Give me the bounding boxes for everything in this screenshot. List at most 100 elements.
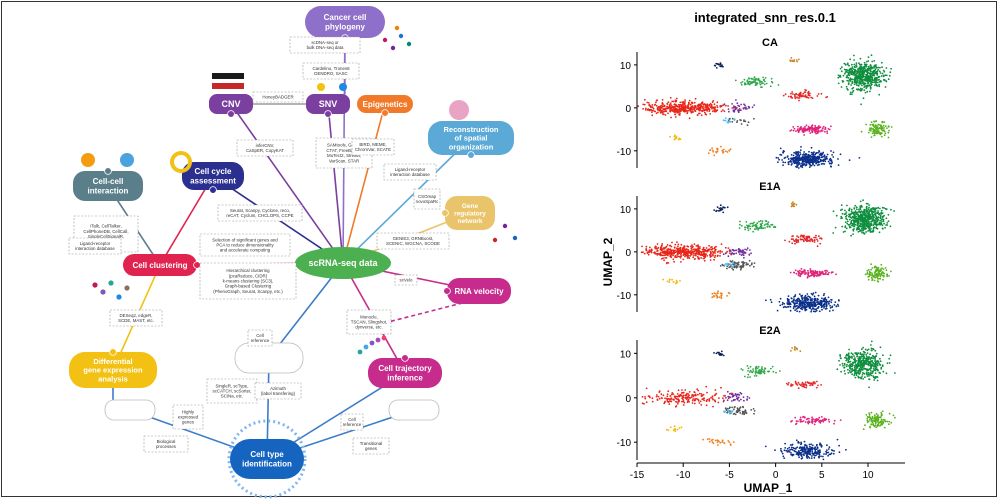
umap-point <box>823 155 825 158</box>
umap-point <box>866 70 869 73</box>
umap-point <box>763 80 766 83</box>
umap-point <box>748 253 751 256</box>
umap-point <box>667 390 670 393</box>
umap-point <box>703 252 705 254</box>
umap-point <box>810 146 813 149</box>
umap-point <box>877 216 880 219</box>
umap-point <box>722 206 724 209</box>
umap-point <box>744 248 746 251</box>
umap-point <box>669 135 671 138</box>
umap-point <box>680 243 683 246</box>
umap-point <box>643 103 646 106</box>
umap-point <box>691 111 693 113</box>
umap-point <box>807 92 810 95</box>
umap-point <box>713 103 716 106</box>
umap-point <box>882 268 885 270</box>
umap-point <box>709 253 712 256</box>
umap-point <box>802 129 805 132</box>
umap-point <box>746 225 749 228</box>
umap-point <box>886 127 888 129</box>
umap-point <box>818 161 821 163</box>
umap-point <box>664 114 667 116</box>
tool-box-cellref2-frame <box>340 413 364 431</box>
umap-point <box>852 89 855 92</box>
umap-point <box>796 164 799 167</box>
umap-point <box>800 267 803 270</box>
umap-point <box>675 97 678 100</box>
umap-point <box>655 112 658 115</box>
umap-point <box>658 253 661 256</box>
umap-point <box>851 71 854 73</box>
umap-point <box>668 251 671 254</box>
umap-point <box>804 308 807 311</box>
umap-cluster <box>785 380 822 390</box>
umap-point <box>853 369 856 372</box>
umap-point <box>712 405 714 408</box>
umap-point <box>862 372 864 374</box>
umap-point <box>808 275 811 278</box>
umap-y-tick-label: -10 <box>617 438 632 449</box>
umap-point <box>738 250 741 252</box>
umap-point <box>714 110 716 113</box>
umap-point <box>803 302 806 304</box>
umap-point <box>862 70 865 73</box>
umap-point <box>714 254 717 257</box>
umap-point <box>872 220 875 222</box>
umap-point <box>866 373 868 375</box>
umap-point <box>731 261 734 264</box>
umap-point <box>856 71 859 73</box>
umap-point <box>797 239 799 241</box>
umap-point <box>670 116 672 119</box>
umap-point <box>864 273 867 276</box>
umap-point <box>810 304 813 307</box>
umap-point <box>797 297 800 300</box>
umap-point <box>847 89 849 91</box>
umap-point <box>740 123 743 125</box>
umap-point <box>870 231 873 233</box>
umap-point <box>842 364 844 367</box>
umap-point <box>694 97 697 100</box>
umap-point <box>668 106 671 109</box>
umap-point <box>820 455 822 458</box>
trajectory-path-icon <box>363 344 369 350</box>
umap-point <box>719 250 721 252</box>
umap-point <box>662 113 664 116</box>
umap-point <box>877 124 879 126</box>
umap-point <box>875 266 878 269</box>
umap-point <box>789 271 792 274</box>
umap-point <box>803 240 805 243</box>
umap-point <box>706 106 709 108</box>
umap-point <box>702 103 705 106</box>
umap-point <box>808 94 811 97</box>
umap-point <box>777 161 779 164</box>
umap-point <box>793 127 796 130</box>
umap-point <box>872 348 875 351</box>
umap-point <box>879 72 882 74</box>
umap-point <box>666 393 669 396</box>
umap-point <box>792 235 794 237</box>
umap-point <box>850 365 852 368</box>
umap-point <box>855 213 858 216</box>
umap-point <box>858 157 861 159</box>
umap-point <box>845 365 848 368</box>
umap-point <box>880 75 883 77</box>
umap-point <box>886 222 889 224</box>
umap-point <box>876 217 879 220</box>
umap-point <box>849 93 852 96</box>
umap-point <box>794 97 796 99</box>
umap-point <box>706 398 709 401</box>
umap-point <box>860 130 863 133</box>
umap-point <box>681 249 684 252</box>
umap-point <box>848 365 850 367</box>
umap-point <box>870 419 873 421</box>
umap-point <box>711 292 714 295</box>
umap-point <box>871 76 874 79</box>
umap-point <box>874 132 876 135</box>
umap-point <box>818 156 821 159</box>
umap-point <box>795 422 798 425</box>
umap-point <box>864 64 867 67</box>
umap-point <box>806 457 809 459</box>
umap-point <box>879 360 882 363</box>
